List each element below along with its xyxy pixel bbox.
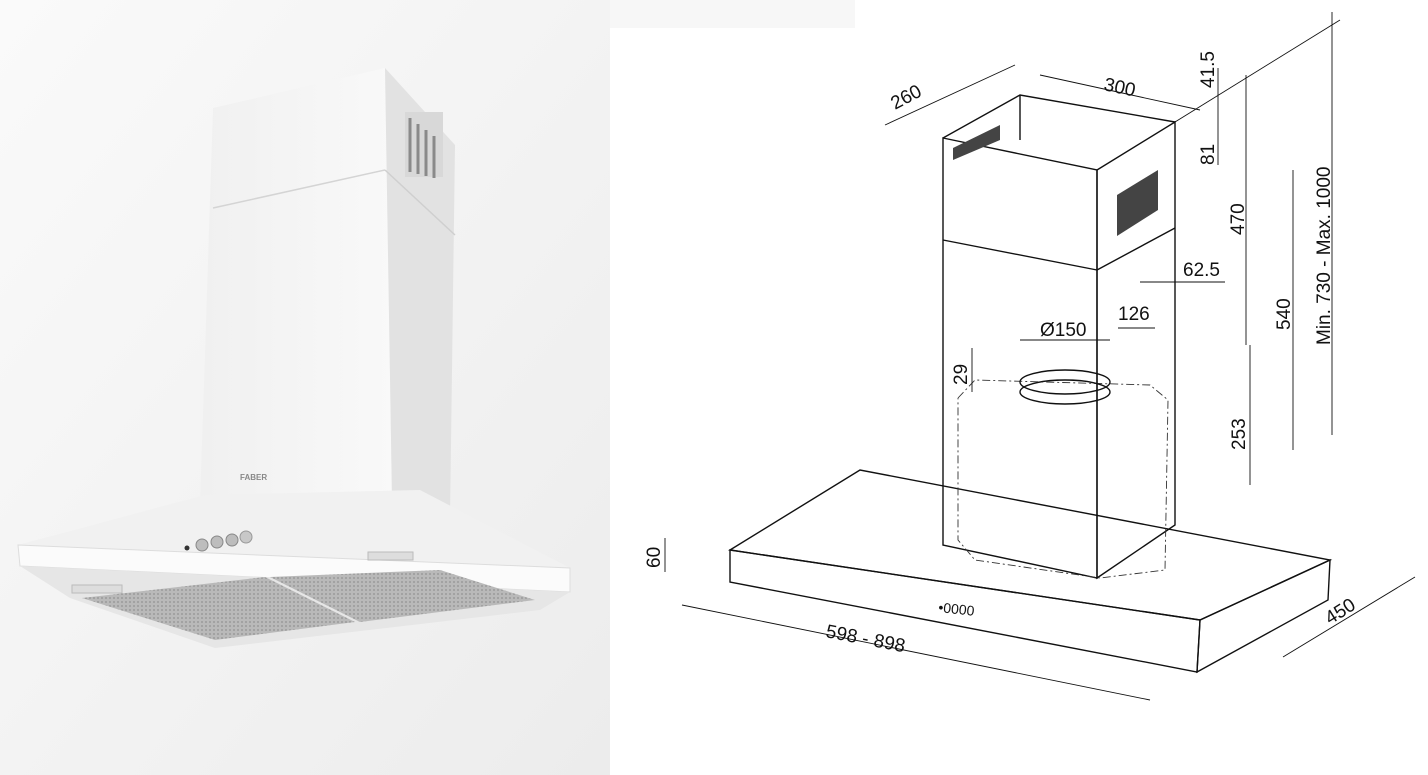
grease-filter-left	[82, 577, 355, 640]
dim-vent-width: 126	[1118, 304, 1150, 325]
canopy-top	[18, 490, 570, 568]
dim-outlet-height: 29	[951, 364, 972, 385]
grease-filter-right	[270, 570, 535, 622]
chimney-vent-grille	[953, 125, 1158, 236]
dim-upper-chimney: 470	[1228, 203, 1249, 235]
dim-total-height: Min. 730 - Max. 1000	[1314, 167, 1335, 345]
faber-logo: FABER	[240, 473, 267, 482]
dim-chimney-width: 300	[1102, 74, 1137, 101]
dimension-labels: 260 300 41.5 81 470 540 Min. 730 - Max. …	[644, 51, 1360, 657]
technical-drawing	[664, 12, 1416, 701]
control-panel-symbol: •0000	[938, 599, 976, 619]
chimney-side	[385, 68, 455, 520]
power-led	[184, 545, 190, 551]
dim-lower-chimney: 540	[1274, 298, 1295, 330]
dim-vent-offset: 62.5	[1183, 260, 1220, 281]
chimney-front	[200, 68, 392, 505]
control-buttons[interactable]	[195, 530, 253, 552]
dim-width: 598 - 898	[824, 621, 907, 657]
dim-outlet-diameter: Ø150	[1040, 320, 1086, 341]
dim-canopy-height: 60	[644, 547, 665, 568]
dim-top-offset: 41.5	[1198, 51, 1219, 88]
hood-photo: FABER	[0, 0, 610, 775]
vent-grille	[405, 112, 443, 178]
dim-vent-height: 81	[1198, 144, 1219, 165]
dim-motor-height: 253	[1229, 418, 1250, 450]
